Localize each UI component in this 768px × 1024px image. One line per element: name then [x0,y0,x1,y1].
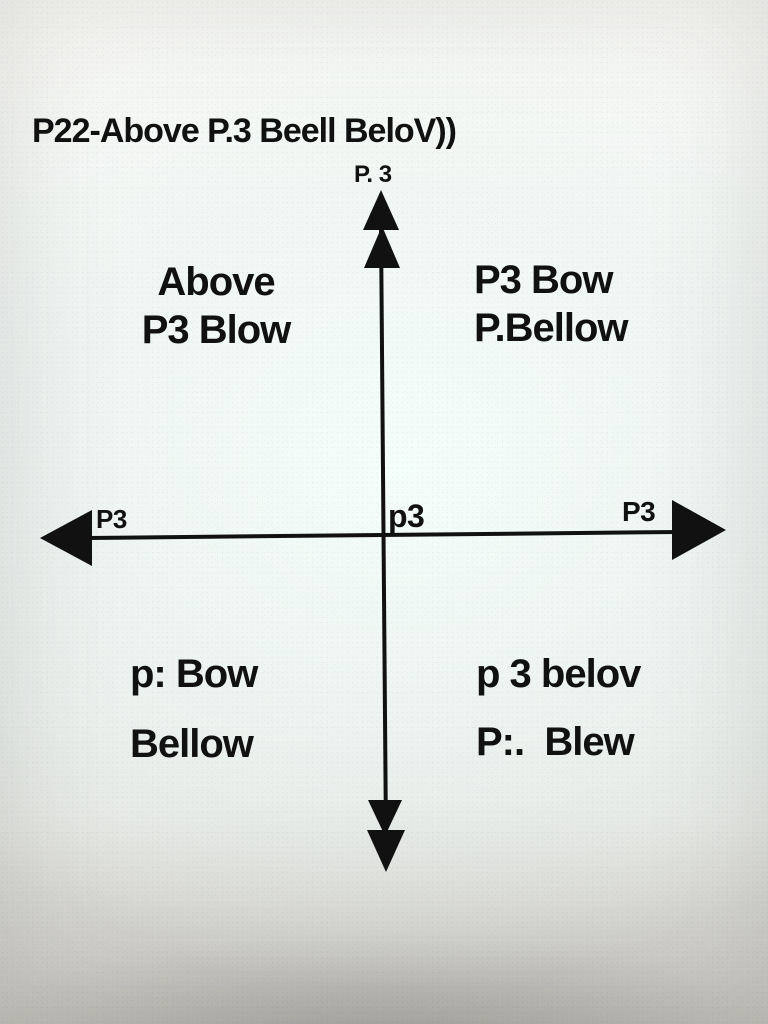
quadrant-top-left: Above P3 Blow [126,258,306,354]
up-arrowhead-outer [363,190,399,230]
quadrant-bottom-left: p: Bow Bellow [130,650,258,768]
right-arrowhead [672,500,726,560]
axis-label-left: P3 [96,504,127,534]
down-arrowhead-inner [368,800,402,836]
down-arrowhead-outer [367,830,405,872]
quadrant-text-line: p: Bow [130,652,258,696]
horizontal-axis-line [87,530,679,540]
quadrant-text-line: P.Bellow [474,306,629,350]
quadrant-text-line: Above [157,260,275,304]
axis-label-center: p3 [388,498,425,534]
up-arrowhead-inner [364,226,400,268]
quadrant-text-line: p 3 belov [476,652,641,696]
quadrant-text-line: P3 Bow [474,258,613,302]
quadrant-text-line: P:. Blew [476,720,635,764]
quadrant-top-right: P3 Bow P.Bellow [474,256,629,352]
diagram-title: P22-Above P.3 Beell BeloV)) [32,112,457,150]
axis-label-right: P3 [622,496,656,527]
axis-label-top: P. 3 [354,161,392,188]
quadrant-bottom-right: p 3 belov P:. Blew [476,650,641,766]
quadrant-text-line: P3 Blow [141,308,292,352]
left-arrowhead [40,510,92,566]
quadrant-text-line: Bellow [130,722,254,766]
